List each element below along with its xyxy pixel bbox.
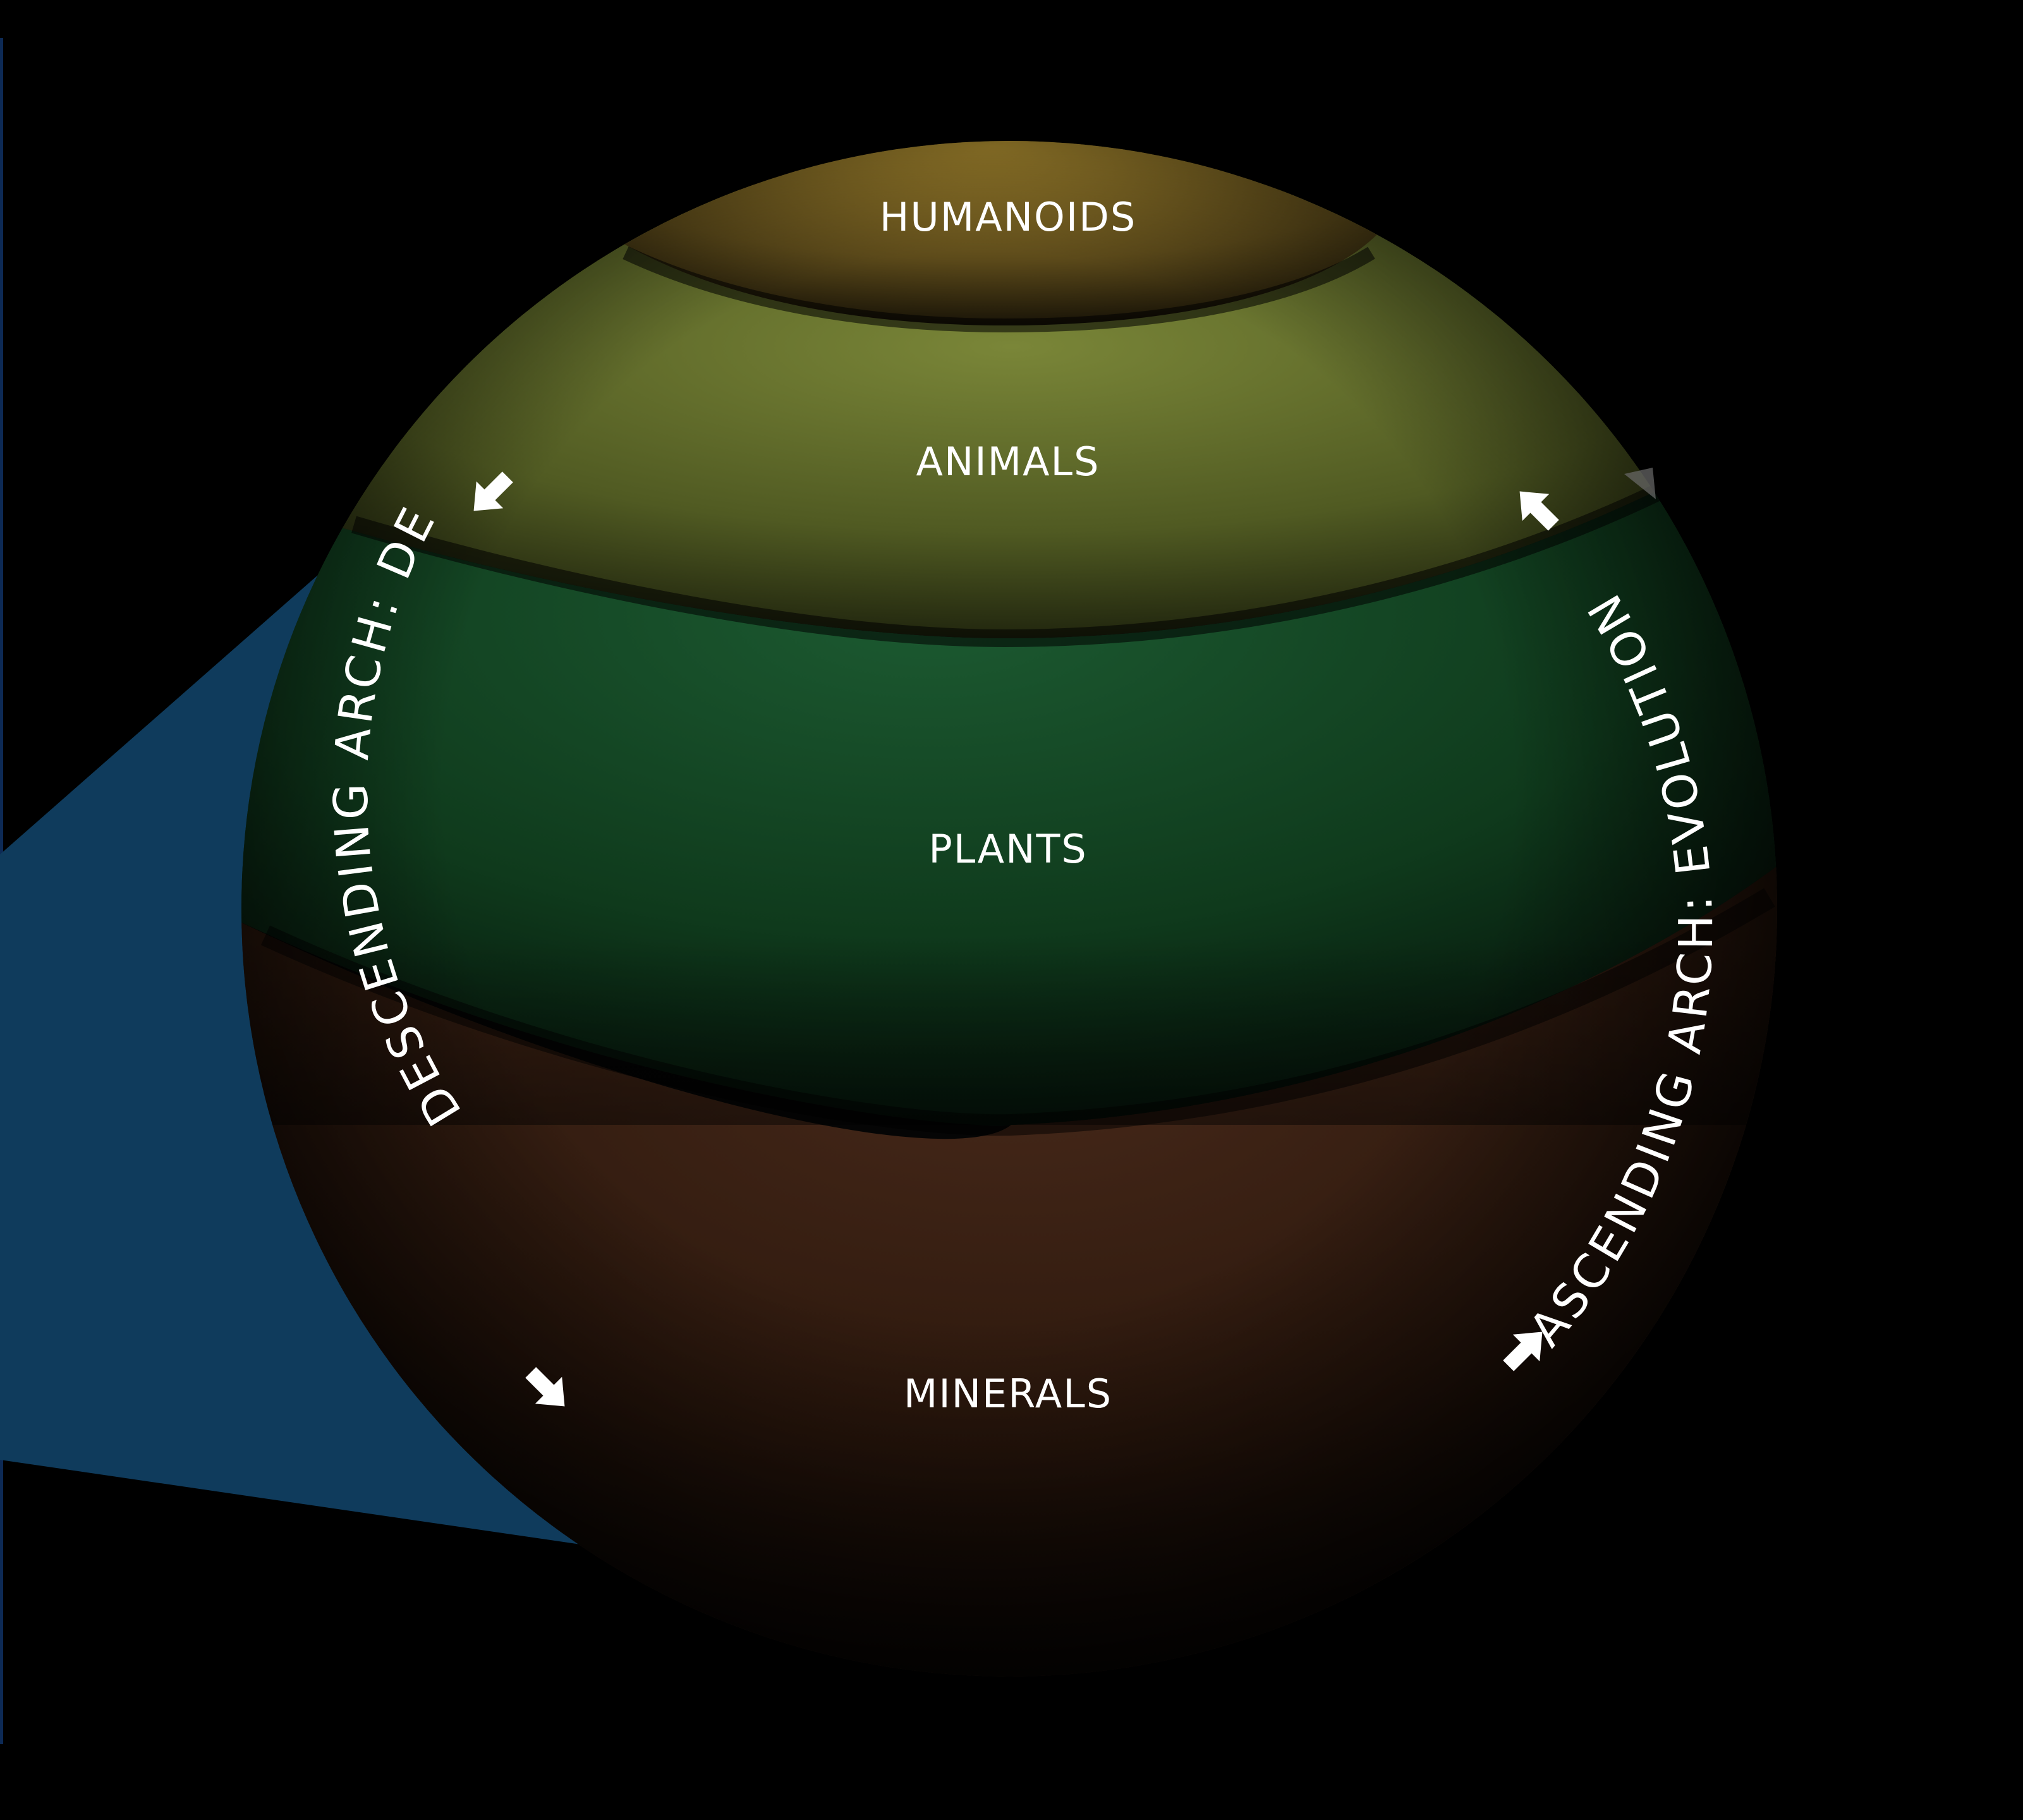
label-humanoids: HUMANOIDS <box>880 194 1136 240</box>
right-edge-highlight <box>1624 468 1656 499</box>
sphere-shading <box>241 141 1777 1677</box>
arrow-up-left-icon <box>1519 491 1559 531</box>
arrow-down-left-icon <box>473 471 513 511</box>
label-minerals: MINERALS <box>904 1371 1112 1417</box>
label-animals: ANIMALS <box>916 439 1100 485</box>
arrow-down-right-icon <box>525 1367 565 1407</box>
arrow-up-right-icon <box>1503 1332 1543 1371</box>
sphere <box>241 141 1777 1677</box>
label-plants: PLANTS <box>928 826 1087 872</box>
